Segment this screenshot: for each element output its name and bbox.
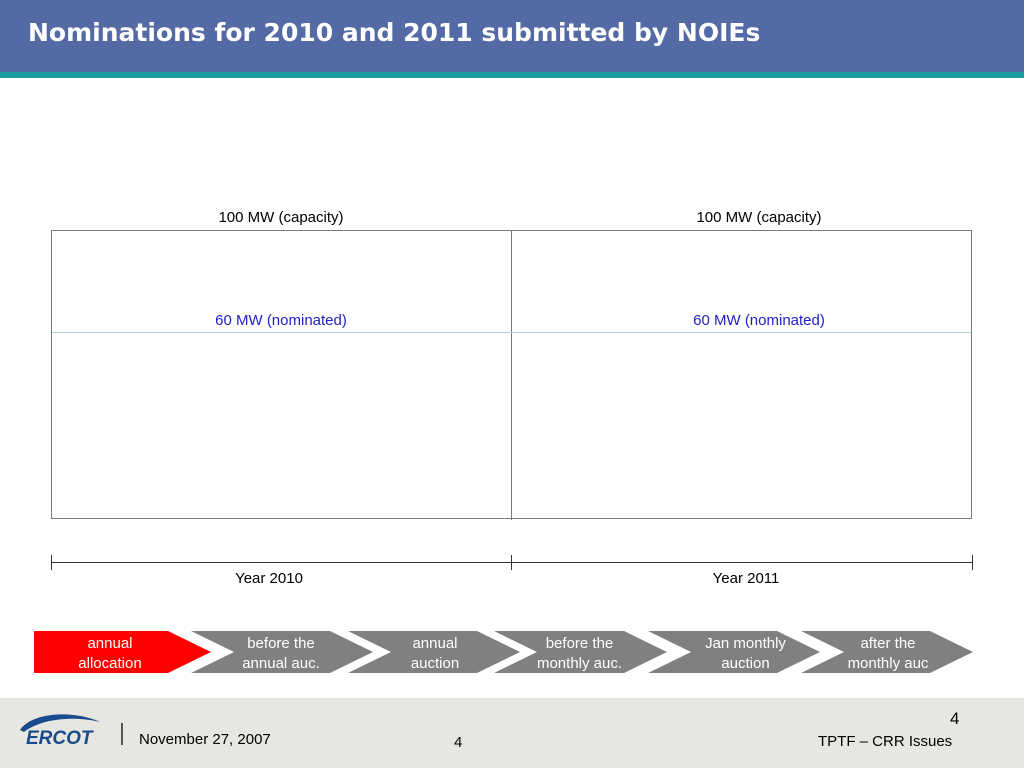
year-divider bbox=[511, 230, 512, 520]
axis-tick-end bbox=[972, 555, 973, 570]
capacity-label-2011: 100 MW (capacity) bbox=[696, 209, 822, 226]
footer-presentation-title: TPTF – CRR Issues bbox=[818, 733, 953, 750]
process-timeline bbox=[34, 631, 973, 673]
step-chevron-after-monthly-auction bbox=[801, 631, 973, 673]
footer-bar bbox=[0, 698, 1024, 768]
step-label-after-monthly-auction: after the monthly auc bbox=[847, 635, 929, 672]
footer-separator bbox=[121, 723, 123, 745]
slide-number: 4 bbox=[950, 709, 960, 728]
axis-tick-start bbox=[51, 555, 52, 570]
step-chevron-annual-allocation bbox=[34, 631, 211, 673]
year-label-2010: Year 2010 bbox=[235, 570, 303, 587]
step-label-before-annual-auction: before the annual auc. bbox=[242, 635, 320, 672]
ercot-logo-text: ERCOT bbox=[26, 728, 94, 749]
year-label-2011: Year 2011 bbox=[712, 570, 780, 587]
axis-tick-middle bbox=[511, 555, 512, 570]
footer-date: November 27, 2007 bbox=[139, 731, 271, 748]
step-chevron-jan-monthly-auction bbox=[648, 631, 820, 673]
year-axis bbox=[51, 562, 973, 563]
ercot-logo: ERCOT bbox=[20, 714, 100, 749]
title-bar bbox=[0, 0, 1024, 72]
footer-page-center: 4 bbox=[454, 734, 463, 751]
slide-title: Nominations for 2010 and 2011 submitted … bbox=[28, 18, 761, 47]
step-label-jan-monthly-auction: Jan monthly auction bbox=[705, 635, 786, 672]
nominated-label-2011: 60 MW (nominated) bbox=[693, 312, 825, 329]
step-chevron-before-monthly-auction bbox=[494, 631, 667, 673]
capacity-label-2010: 100 MW (capacity) bbox=[218, 209, 344, 226]
step-label-before-monthly-auction: before the monthly auc. bbox=[536, 635, 623, 672]
nominated-label-2010: 60 MW (nominated) bbox=[215, 312, 347, 329]
step-chevron-before-annual-auction bbox=[191, 631, 373, 673]
nominated-level-line bbox=[52, 332, 971, 333]
step-label-annual-auction: annual auction bbox=[410, 635, 460, 672]
step-chevron-annual-auction bbox=[348, 631, 520, 673]
title-bar-stripe bbox=[0, 72, 1024, 78]
step-label-annual-allocation: annual allocation bbox=[78, 635, 142, 672]
